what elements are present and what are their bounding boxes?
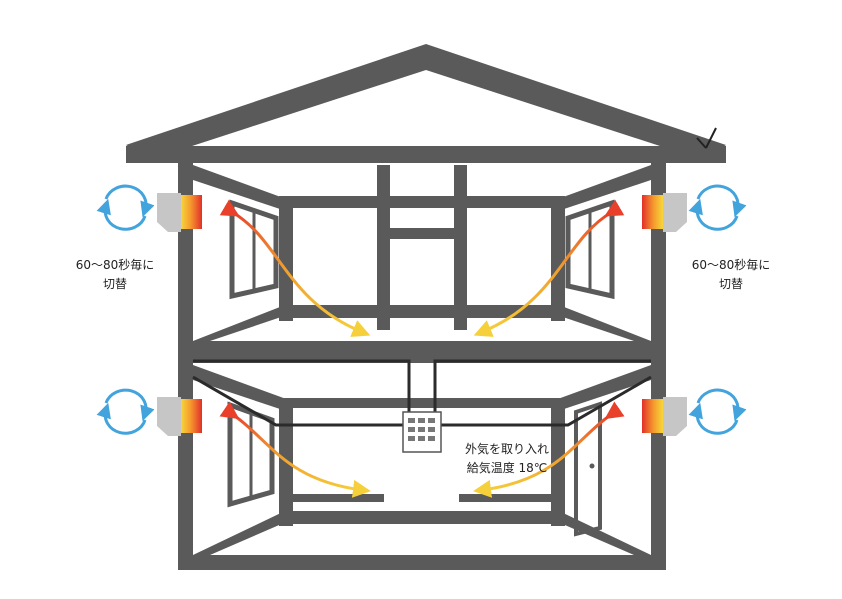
intake-label: 外気を取り入れ 給気温度 18℃ [452,440,562,478]
switch-label-left-line1: 60～80秒毎に [75,258,155,272]
switch-label-left-line2: 切替 [102,277,127,291]
outer-walls [178,160,666,570]
vent-lower-right [642,397,687,436]
switch-label-right: 60～80秒毎に 切替 [676,256,786,294]
lower-right-door [574,401,602,537]
control-panel-icon [402,411,442,453]
cycle-arrows-icon [96,184,155,231]
vent-lower-left [157,397,202,436]
airflow-arrow-icon [473,199,625,337]
airflow-arrow-icon [473,401,625,498]
vent-upper-right [642,193,687,232]
intake-label-line1: 外気を取り入れ [464,442,549,456]
airflow-arrow-icon [219,401,371,498]
cycle-arrows-icon [688,388,747,435]
switch-label-right-line1: 60～80秒毎に [691,258,771,272]
airflow-arrow-icon [219,199,371,337]
cycle-arrows-icon [688,184,747,231]
upper-room [193,165,651,341]
vent-upper-left [157,193,202,232]
intake-label-line2: 給気温度 18℃ [466,461,548,475]
roof-tick-icon [696,127,717,149]
cycle-arrows-icon [96,388,155,435]
switch-label-right-line2: 切替 [718,277,743,291]
lower-room [193,365,651,555]
switch-label-left: 60～80秒毎に 切替 [60,256,170,294]
roof [126,44,726,163]
